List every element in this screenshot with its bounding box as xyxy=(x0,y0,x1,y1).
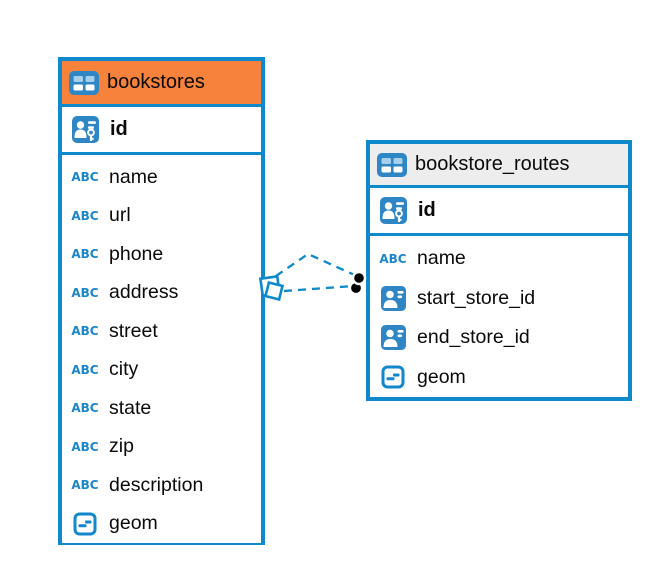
column-name: geom xyxy=(417,365,466,388)
column-name: geom xyxy=(109,512,158,535)
table-grid-icon xyxy=(377,152,407,177)
table-grid-icon xyxy=(69,70,99,95)
column-row-phone[interactable]: ABC phone xyxy=(62,235,261,274)
column-name: description xyxy=(109,473,204,496)
person-key-icon xyxy=(376,197,410,224)
abc-string-icon: ABC xyxy=(71,478,99,493)
relationship-line-upper[interactable] xyxy=(275,252,360,279)
column-row-end-store-id[interactable]: end_store_id xyxy=(370,318,628,358)
column-name: city xyxy=(109,358,139,381)
column-name: end_store_id xyxy=(417,326,530,349)
table-header-bookstores[interactable]: bookstores xyxy=(62,61,261,107)
relationship-connector[interactable] xyxy=(250,236,380,316)
table-title: bookstores xyxy=(107,71,205,93)
column-name: state xyxy=(109,396,152,419)
column-row-url[interactable]: ABC url xyxy=(62,196,261,235)
column-row-name[interactable]: ABC name xyxy=(62,158,261,197)
abc-string-icon: ABC xyxy=(71,285,99,300)
relationship-line-lower[interactable] xyxy=(283,284,355,293)
column-name: phone xyxy=(109,242,164,265)
column-row-geom[interactable]: geom xyxy=(370,357,628,397)
abc-string-icon: ABC xyxy=(71,208,99,223)
column-name: name xyxy=(109,165,158,188)
pk-column-name: id xyxy=(418,199,436,221)
entity-table-bookstores[interactable]: bookstores id ABC name ABC url xyxy=(58,57,265,545)
column-row-geom[interactable]: geom xyxy=(62,504,261,543)
person-card-icon xyxy=(376,325,410,351)
column-row-start-store-id[interactable]: start_store_id xyxy=(370,278,628,318)
abc-string-icon: ABC xyxy=(71,401,99,416)
pk-column-name: id xyxy=(110,118,128,140)
abc-string-icon: ABC xyxy=(71,170,99,185)
column-row-description[interactable]: ABC description xyxy=(62,466,261,505)
column-row-address[interactable]: ABC address xyxy=(62,273,261,312)
abc-string-icon: ABC xyxy=(71,362,99,377)
column-row-street[interactable]: ABC street xyxy=(62,312,261,351)
column-name: name xyxy=(417,247,466,270)
column-name: zip xyxy=(109,435,134,458)
abc-string-icon: ABC xyxy=(71,247,99,262)
person-key-icon xyxy=(68,116,102,143)
dot-marker[interactable] xyxy=(348,270,367,296)
column-row-name[interactable]: ABC name xyxy=(370,239,628,279)
abc-string-icon: ABC xyxy=(379,251,407,266)
column-list-routes: ABC name start_store_id xyxy=(370,236,628,397)
column-row-state[interactable]: ABC state xyxy=(62,389,261,428)
column-list-bookstores: ABC name ABC url ABC phone ABC address A… xyxy=(62,155,261,543)
abc-string-icon: ABC xyxy=(71,324,99,339)
column-name: url xyxy=(109,204,131,227)
pk-row-bookstores-id[interactable]: id xyxy=(62,107,261,155)
geometry-square-icon xyxy=(68,512,102,536)
abc-string-icon: ABC xyxy=(71,439,99,454)
person-card-icon xyxy=(376,285,410,311)
pk-row-routes-id[interactable]: id xyxy=(370,188,628,236)
entity-table-bookstore-routes[interactable]: bookstore_routes id ABC name xyxy=(366,140,632,401)
geometry-square-icon xyxy=(376,365,410,389)
table-title: bookstore_routes xyxy=(415,153,570,175)
column-name: address xyxy=(109,281,179,304)
column-row-zip[interactable]: ABC zip xyxy=(62,427,261,466)
column-row-city[interactable]: ABC city xyxy=(62,350,261,389)
column-name: street xyxy=(109,319,158,342)
table-header-bookstore-routes[interactable]: bookstore_routes xyxy=(370,144,628,188)
column-name: start_store_id xyxy=(417,286,536,309)
